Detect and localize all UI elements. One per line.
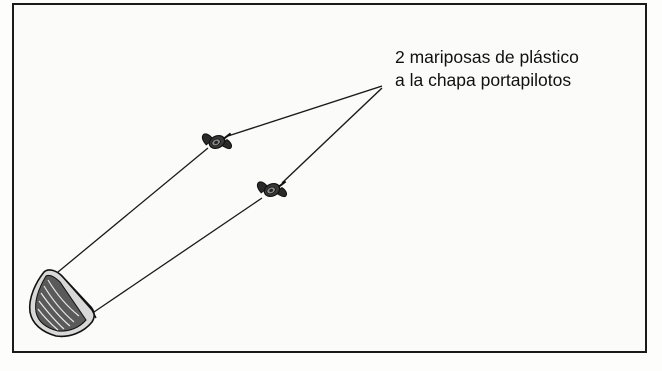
tail-lamp-icon xyxy=(28,269,97,338)
leader-line-lower xyxy=(281,87,383,184)
leader-line-upper xyxy=(227,85,383,137)
figure-frame xyxy=(12,3,647,353)
mounting-line-lower xyxy=(93,197,263,313)
leader-lines xyxy=(227,85,383,184)
annotation-line-2: a la chapa portapilotos xyxy=(395,70,572,90)
wing-nut-lower-icon xyxy=(256,180,287,198)
mounting-lines xyxy=(57,147,263,313)
wing-nut-upper-icon xyxy=(201,132,232,150)
annotation-label: 2 mariposas de plástico a la chapa porta… xyxy=(395,46,579,92)
mounting-line-upper xyxy=(57,147,209,273)
annotation-line-1: 2 mariposas de plástico xyxy=(395,47,579,67)
